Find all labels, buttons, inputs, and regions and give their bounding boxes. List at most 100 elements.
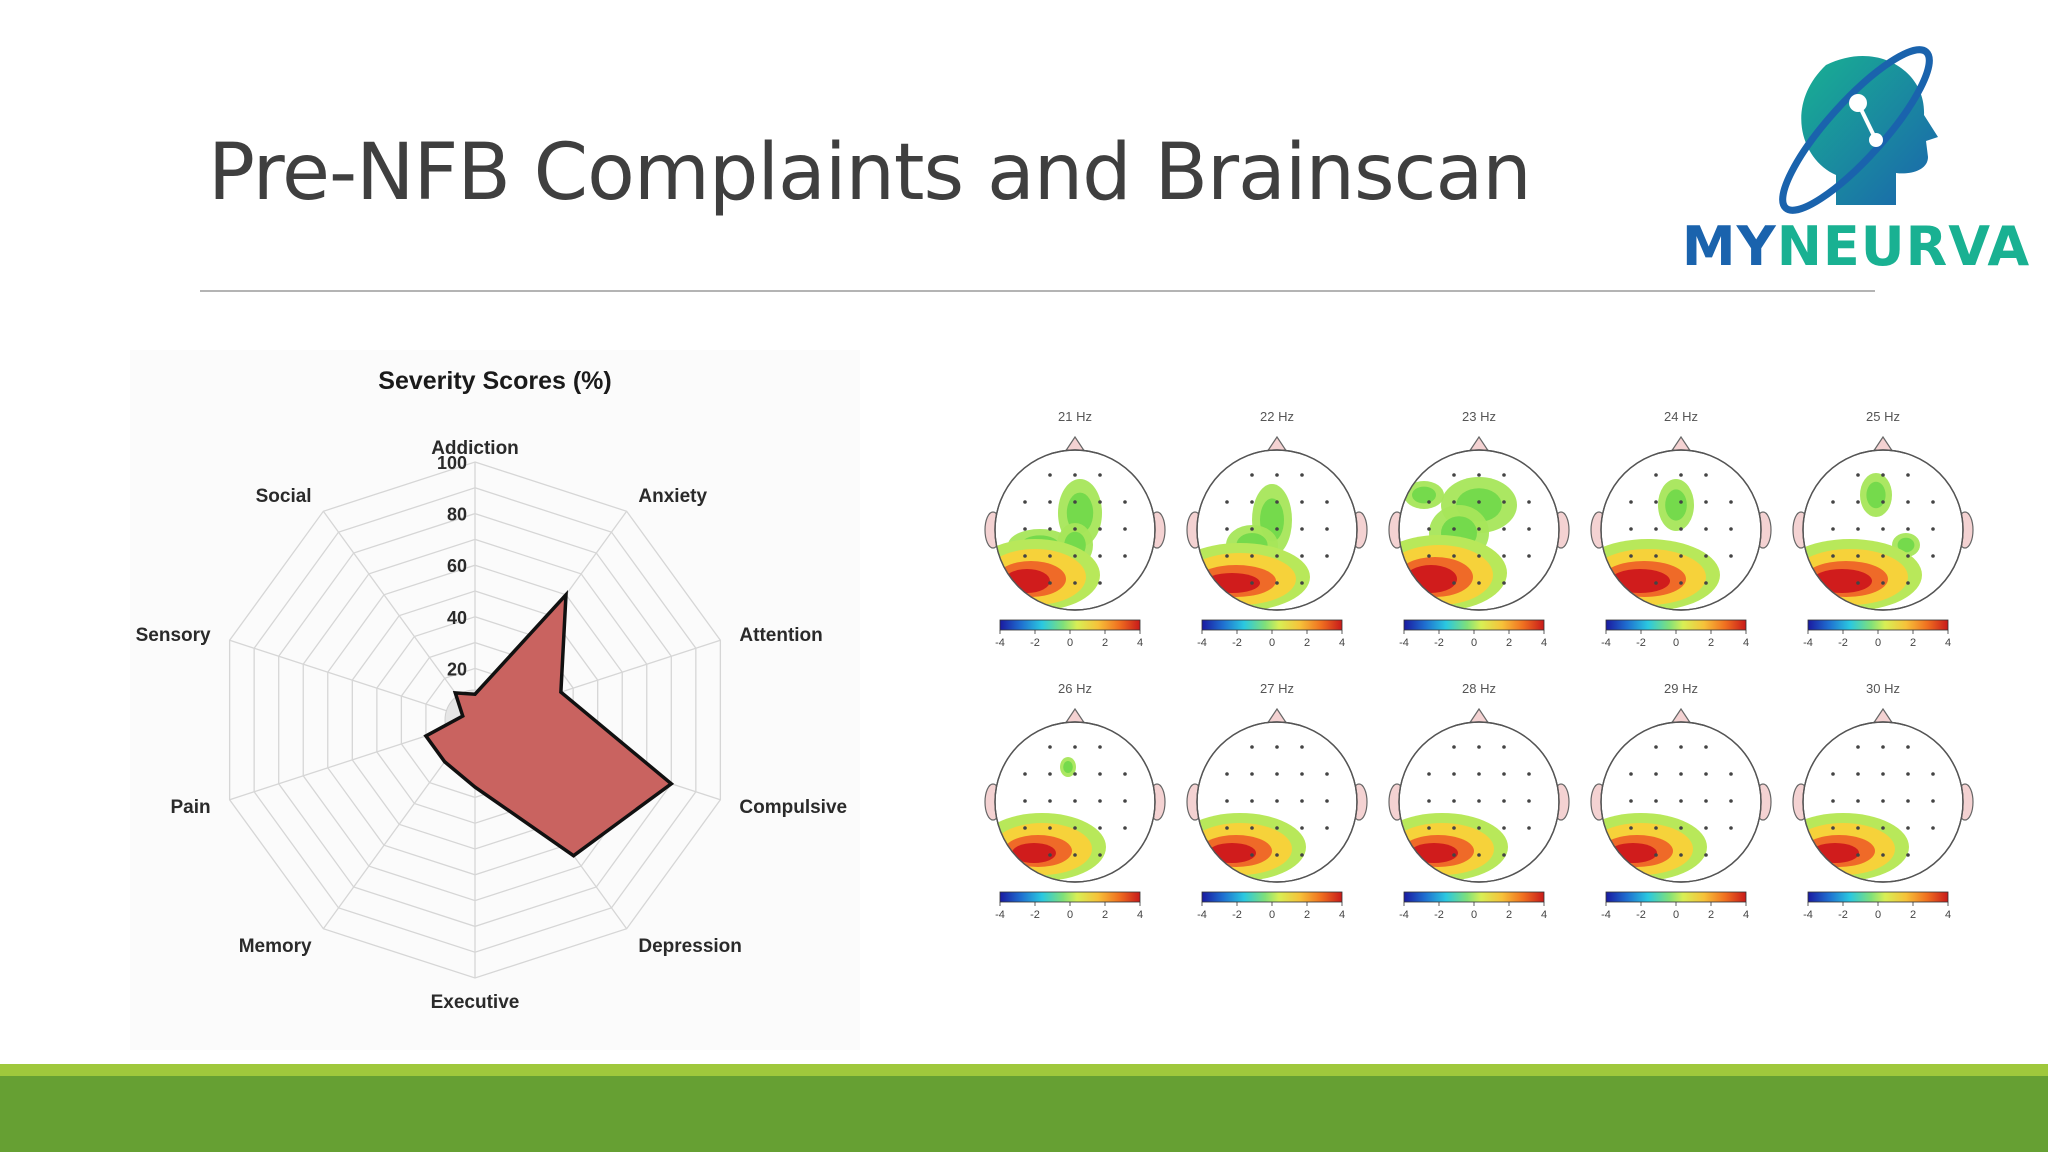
electrode-dot bbox=[1502, 554, 1506, 558]
electrode-dot bbox=[1729, 554, 1733, 558]
electrode-dot bbox=[1906, 581, 1910, 585]
electrode-dot bbox=[1906, 826, 1910, 830]
activity-hotspot-peak bbox=[1004, 569, 1050, 593]
colorbar-tick-label: -2 bbox=[1434, 909, 1444, 921]
colorbar-tick-label: 2 bbox=[1708, 637, 1714, 649]
electrode-dot bbox=[1452, 772, 1456, 776]
electrode-dot bbox=[1856, 799, 1860, 803]
electrode-dot bbox=[1427, 500, 1431, 504]
electrode-dot bbox=[1679, 527, 1683, 531]
colorbar-tick-label: 4 bbox=[1945, 909, 1951, 921]
electrode-dot bbox=[1704, 826, 1708, 830]
electrode-dot bbox=[1452, 527, 1456, 531]
colorbar-tick-label: -2 bbox=[1030, 637, 1040, 649]
electrode-dot bbox=[1048, 500, 1052, 504]
electrode-dot bbox=[1704, 500, 1708, 504]
colorbar-tick-label: 0 bbox=[1471, 637, 1477, 649]
electrode-dot bbox=[1502, 826, 1506, 830]
electrode-dot bbox=[1098, 581, 1102, 585]
electrode-dot bbox=[1502, 772, 1506, 776]
electrode-dot bbox=[1098, 745, 1102, 749]
electrode-dot bbox=[1881, 745, 1885, 749]
colorbar-tick-label: 0 bbox=[1471, 909, 1477, 921]
radar-point-pain bbox=[424, 734, 428, 738]
electrode-dot bbox=[1123, 527, 1127, 531]
electrode-dot bbox=[1073, 745, 1077, 749]
radar-point-social bbox=[453, 691, 457, 695]
radar-point-compulsive bbox=[669, 782, 673, 786]
colorbar-tick-label: 4 bbox=[1743, 909, 1749, 921]
topomap-frequency-label: 21 Hz bbox=[1058, 409, 1092, 424]
electrode-dot bbox=[1629, 500, 1633, 504]
electrode-dot bbox=[1931, 799, 1935, 803]
colorbar-tick-label: -4 bbox=[1399, 637, 1409, 649]
electrode-dot bbox=[1123, 554, 1127, 558]
electrode-dot bbox=[1881, 826, 1885, 830]
electrode-dot bbox=[1023, 527, 1027, 531]
electrode-dot bbox=[1881, 527, 1885, 531]
electrode-dot bbox=[1906, 473, 1910, 477]
electrode-dot bbox=[1931, 527, 1935, 531]
electrode-dot bbox=[1048, 527, 1052, 531]
electrode-dot bbox=[1527, 799, 1531, 803]
electrode-dot bbox=[1931, 554, 1935, 558]
electrode-dot bbox=[1629, 527, 1633, 531]
colorbar-tick-label: 0 bbox=[1269, 637, 1275, 649]
electrode-dot bbox=[1300, 772, 1304, 776]
electrode-dot bbox=[1477, 772, 1481, 776]
colorbar-tick-label: -4 bbox=[1601, 637, 1611, 649]
colorbar bbox=[999, 891, 1141, 903]
colorbar bbox=[1605, 891, 1747, 903]
radar-point-sensory bbox=[461, 714, 465, 718]
electrode-dot bbox=[1629, 799, 1633, 803]
colorbar-tick-label: 4 bbox=[1137, 637, 1143, 649]
electrode-dot bbox=[1275, 473, 1279, 477]
electrode-dot bbox=[1250, 527, 1254, 531]
electrode-dot bbox=[1452, 581, 1456, 585]
electrode-dot bbox=[1123, 826, 1127, 830]
logo-wordmark: MYNEURVA bbox=[1676, 215, 2036, 278]
radar-grid-spoke bbox=[322, 510, 476, 721]
electrode-dot bbox=[1250, 554, 1254, 558]
activity-region-core bbox=[1412, 486, 1436, 504]
colorbar-tick-label: 0 bbox=[1269, 909, 1275, 921]
radar-data-area bbox=[423, 589, 675, 858]
colorbar-tick-label: 4 bbox=[1137, 909, 1143, 921]
radar-point-attention bbox=[559, 690, 563, 694]
topomap-frequency-label: 26 Hz bbox=[1058, 681, 1092, 696]
electrode-dot bbox=[1325, 500, 1329, 504]
electrode-dot bbox=[1048, 473, 1052, 477]
electrode-dot bbox=[1527, 527, 1531, 531]
scalp-outline-edge bbox=[1802, 449, 1964, 611]
colorbar-tick-label: 0 bbox=[1067, 909, 1073, 921]
colorbar-tick-label: -4 bbox=[1601, 909, 1611, 921]
colorbar-tick-label: -4 bbox=[1197, 637, 1207, 649]
footer-bar bbox=[0, 1076, 2048, 1152]
electrode-dot bbox=[1654, 500, 1658, 504]
electrode-dot bbox=[1906, 853, 1910, 857]
electrode-dot bbox=[1225, 554, 1229, 558]
scalp-outline-edge bbox=[1196, 721, 1358, 883]
electrode-dot bbox=[1629, 554, 1633, 558]
electrode-dot bbox=[1654, 826, 1658, 830]
radar-axis-label-social: Social bbox=[256, 486, 312, 507]
electrode-dot bbox=[1931, 500, 1935, 504]
electrode-dot bbox=[1300, 473, 1304, 477]
electrode-dot bbox=[1048, 772, 1052, 776]
radar-axis-label-addiction: Addiction bbox=[431, 438, 519, 459]
electrode-dot bbox=[1023, 554, 1027, 558]
radar-point-addiction bbox=[473, 692, 477, 696]
colorbar-tick-label: 2 bbox=[1506, 909, 1512, 921]
myneurva-logo: MYNEURVA bbox=[1676, 45, 2036, 280]
logo-text-my: MY bbox=[1681, 215, 1777, 278]
